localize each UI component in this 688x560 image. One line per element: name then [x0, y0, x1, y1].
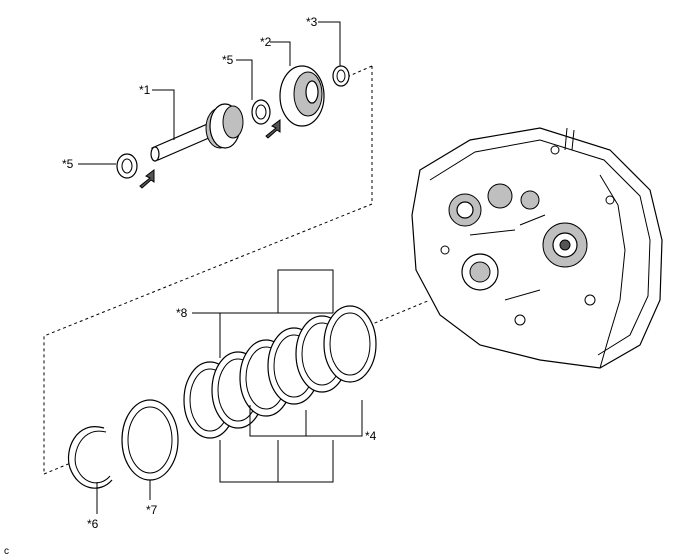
part-2-gear [279, 65, 325, 127]
arrow-icon-bottom [139, 169, 155, 189]
label-part-4: *4 [365, 429, 377, 443]
leader-3 [318, 21, 341, 66]
label-part-2: *2 [260, 35, 272, 49]
part-3-ring [332, 65, 350, 87]
bracket-8-upper [219, 269, 334, 358]
label-part-5-top: *5 [222, 53, 234, 67]
leader-2 [270, 41, 291, 66]
part-5-bearing-bottom [116, 153, 138, 179]
part-5-bearing-top [251, 99, 271, 125]
clutch-plates [183, 305, 377, 439]
label-part-5-bottom: *5 [62, 157, 74, 171]
bracket-4 [249, 400, 363, 437]
part-1-shaft [150, 103, 244, 162]
label-part-1: *1 [139, 83, 151, 97]
label-part-8: *8 [176, 306, 188, 320]
bracket-8-lower [219, 440, 334, 483]
label-part-6: *6 [87, 517, 99, 531]
label-part-7: *7 [146, 503, 158, 517]
part-7-plate [121, 399, 179, 481]
label-part-3: *3 [306, 15, 318, 29]
corner-mark: c [4, 546, 9, 557]
leader-1 [152, 89, 175, 140]
transaxle-case [411, 127, 663, 369]
leader-5-top [236, 59, 253, 100]
part-6-snap-ring [68, 426, 113, 489]
arrow-icon-top [265, 119, 281, 139]
